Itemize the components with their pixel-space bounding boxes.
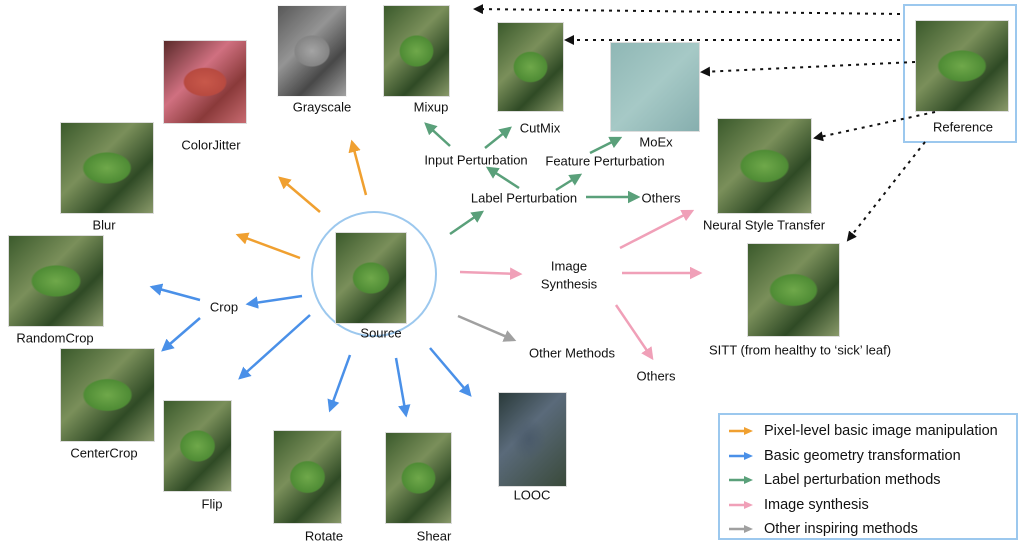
moex-image [610, 42, 700, 132]
mixup-image [383, 5, 450, 97]
arrow-shear [394, 357, 411, 418]
flip-image [163, 400, 232, 492]
moex-label: MoEx [639, 134, 673, 150]
looc-image [498, 392, 567, 487]
arrow-neural-style [619, 209, 695, 250]
legend-arrow-icon [729, 500, 753, 509]
legend-label: Label perturbation methods [764, 472, 941, 489]
image-synthesis-label-line1: Image [550, 258, 588, 274]
arrow-others-synthesis [614, 304, 654, 361]
neural-style-image [717, 118, 812, 214]
cutmix-label: CutMix [519, 120, 561, 136]
blur-label: Blur [92, 217, 116, 233]
arrow-label-perturbation [449, 210, 485, 236]
feature-perturbation-label: Feature Perturbation [545, 153, 665, 169]
reference-box [903, 4, 1017, 143]
legend-arrow-icon [729, 525, 753, 534]
legend-arrow-icon [729, 451, 753, 460]
arrow-cutmix [484, 126, 512, 149]
dashed-arrow-neural-style [813, 111, 936, 142]
source-circle [311, 211, 437, 337]
legend-item: Image synthesis [728, 493, 1016, 518]
legend-label: Basic geometry transformation [764, 447, 961, 464]
arrow-grayscale [348, 139, 368, 196]
mixup-label: Mixup [413, 99, 449, 115]
colorjitter-label: ColorJitter [181, 137, 241, 153]
others-label-perturbation: Others [641, 190, 681, 206]
arrow-randomcrop [149, 283, 201, 302]
sitt-image [747, 243, 840, 337]
arrow-feature-perturbation [555, 173, 583, 192]
dashed-arrow-mixup [473, 4, 901, 15]
input-perturbation-label: Input Perturbation [424, 152, 528, 168]
arrow-rotate [327, 354, 352, 413]
rotate-image [273, 430, 342, 524]
arrow-crop [245, 294, 303, 309]
source-image [335, 232, 407, 324]
flip-label: Flip [201, 496, 223, 512]
image-synthesis-label-line2: Synthesis [540, 276, 598, 292]
centercrop-image [60, 348, 155, 442]
arrow-image-synthesis [459, 267, 523, 280]
legend-item: Pixel-level basic image manipulation [728, 419, 1016, 444]
dashed-arrow-sitt [846, 141, 926, 242]
legend-label: Image synthesis [764, 496, 869, 513]
legend-arrow-icon [729, 476, 753, 485]
arrow-looc [429, 347, 472, 397]
randomcrop-image [8, 235, 104, 327]
looc-label: LOOC [513, 487, 551, 503]
legend-item: Other inspiring methods [728, 517, 1016, 542]
neural-style-label: Neural Style Transfer [702, 217, 826, 233]
blur-image [60, 122, 154, 214]
legend-arrow-icon [729, 427, 753, 436]
cutmix-image [497, 22, 564, 112]
arrow-blur [235, 232, 301, 260]
rotate-label: Rotate [304, 528, 344, 544]
label-perturbation-label: Label Perturbation [470, 190, 578, 206]
arrow-other-methods [457, 314, 517, 342]
reference-label: Reference [933, 119, 993, 135]
legend-label: Other inspiring methods [764, 521, 918, 538]
arrow-colorjitter [278, 176, 321, 213]
arrow-mixup [424, 122, 451, 147]
shear-label: Shear [416, 528, 452, 544]
arrow-flip [238, 314, 311, 380]
others-synthesis-label: Others [636, 368, 676, 384]
shear-image [385, 432, 452, 524]
grayscale-image [277, 5, 347, 97]
legend-label: Pixel-level basic image manipulation [764, 423, 998, 440]
arrow-input-perturbation [485, 166, 520, 190]
source-label: Source [360, 325, 402, 341]
dashed-arrow-moex [700, 61, 916, 77]
arrow-moex [589, 136, 623, 155]
sitt-label: SITT (from healthy to ‘sick’ leaf) [708, 342, 892, 358]
legend-item: Basic geometry transformation [728, 444, 1016, 469]
crop-label: Crop [209, 299, 239, 315]
arrow-centercrop [161, 317, 201, 352]
colorjitter-image [163, 40, 247, 124]
legend-item: Label perturbation methods [728, 468, 1016, 493]
grayscale-label: Grayscale [292, 99, 352, 115]
other-methods-label: Other Methods [529, 345, 615, 361]
centercrop-label: CenterCrop [70, 445, 138, 461]
randomcrop-label: RandomCrop [16, 330, 94, 346]
reference-image [915, 20, 1009, 112]
